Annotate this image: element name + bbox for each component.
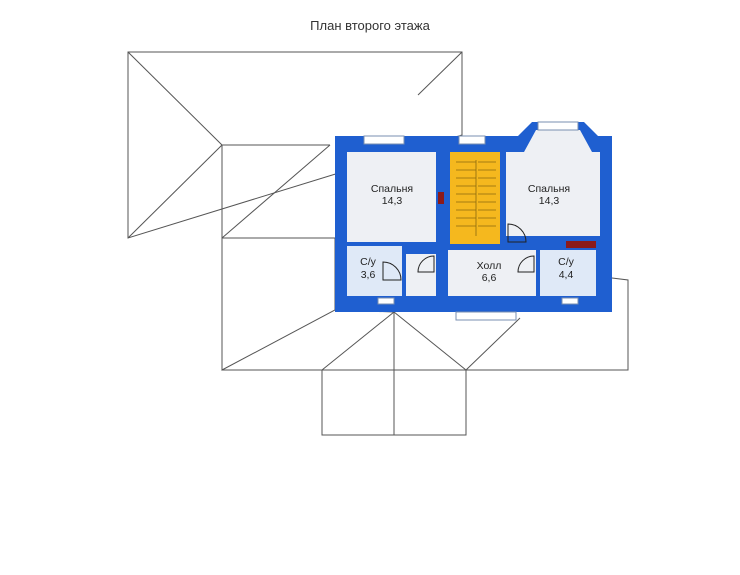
stair-treads — [456, 160, 496, 236]
room-area-bath-right: 4,4 — [559, 269, 574, 281]
roof-lower-left — [221, 237, 336, 371]
door-hall-nook — [417, 255, 435, 273]
room-name-hall: Холл — [477, 260, 502, 272]
window-bay — [537, 121, 579, 131]
room-labels: Спальня 14,3 Спальня 14,3 С/у 3,6 Холл 6… — [360, 183, 575, 284]
roof-gable — [321, 369, 467, 436]
window-stair — [458, 135, 486, 145]
door-bath-right — [517, 255, 535, 273]
room-name-bedroom-right: Спальня — [528, 183, 570, 195]
bath-left — [347, 246, 402, 296]
window-bath-left — [377, 297, 395, 305]
bath-right — [540, 250, 596, 296]
plan-title: План второго этажа — [310, 18, 430, 33]
room-area-bedroom-right: 14,3 — [539, 195, 560, 207]
windows — [363, 121, 579, 321]
roof-left-hip — [127, 51, 463, 239]
window-bath-right — [561, 297, 579, 305]
hall — [448, 250, 536, 296]
roof-outline — [127, 51, 629, 436]
room-name-bath-right: С/у — [558, 256, 575, 268]
door-bath-left — [382, 261, 402, 281]
bedroom-left — [347, 152, 436, 242]
bedroom-right — [506, 130, 600, 236]
room-area-bedroom-left: 14,3 — [382, 195, 403, 207]
room-name-bath-left: С/у — [360, 256, 377, 268]
door-bedroom-right — [507, 223, 527, 243]
window-hall — [455, 311, 517, 321]
chimney — [438, 192, 444, 204]
doors — [382, 223, 535, 281]
room-area-bath-left: 3,6 — [361, 269, 376, 281]
hall-nook — [406, 254, 436, 296]
room-name-bedroom-left: Спальня — [371, 183, 413, 195]
window-bedroom-left — [363, 135, 405, 145]
house-walls — [335, 122, 612, 312]
fireplace — [566, 241, 596, 248]
room-area-hall: 6,6 — [482, 272, 497, 284]
staircase — [450, 152, 500, 244]
